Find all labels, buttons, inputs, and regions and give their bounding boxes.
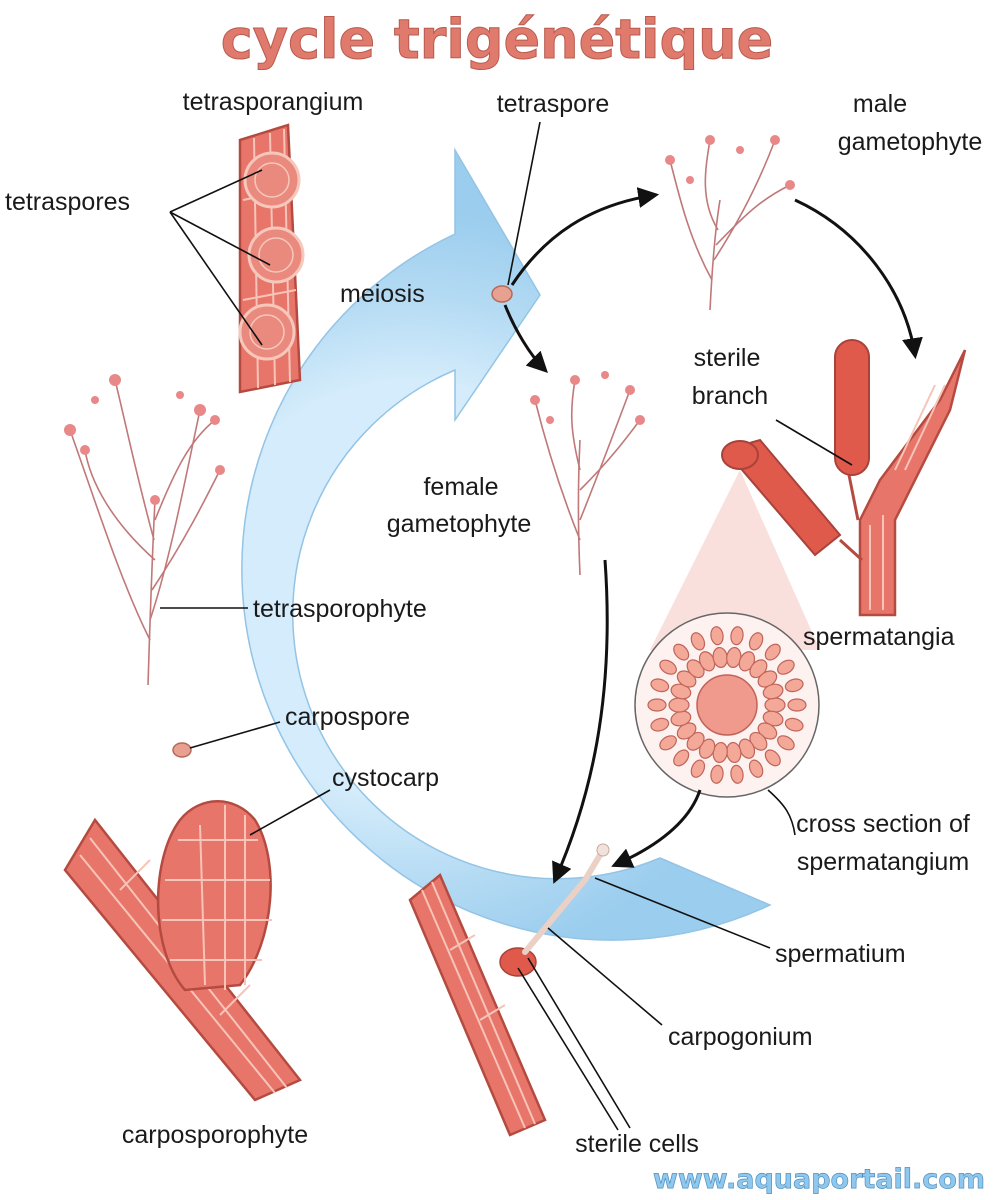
spermatangium-cell (748, 632, 764, 651)
spermatangium-cell (762, 683, 784, 700)
carpogonium-illustration (408, 843, 610, 1137)
label-carpogonium: carpogonium (668, 1023, 813, 1051)
leader-carpogonium (547, 927, 663, 1026)
label-male-line2: gametophyte (838, 128, 983, 156)
label-spermatangia: spermatangia (803, 623, 955, 651)
label-female-line2: gametophyte (387, 510, 532, 538)
label-female-line1: female (423, 473, 498, 501)
label-cystocarp: cystocarp (332, 764, 439, 792)
label-tetraspore: tetraspore (497, 90, 610, 118)
arrow-female-to-carpogonium (552, 559, 609, 884)
tetrasporophyte-illustration (64, 374, 225, 686)
label-tetraspores: tetraspores (5, 188, 130, 216)
spermatangium-cell (710, 764, 724, 784)
spermatangium-cell (764, 697, 786, 713)
spermatangium-cell (659, 735, 677, 751)
leader-spermatium (594, 877, 771, 949)
cross-section-illustration (634, 612, 820, 798)
spermatangium-cell (647, 698, 667, 712)
leader-sterile-branch (775, 419, 853, 466)
leader-cystocarp (249, 789, 331, 836)
label-male-line1: male (853, 90, 907, 118)
label-carpospore: carpospore (285, 703, 410, 731)
spermatangium-cell (730, 764, 744, 784)
label-carposporophyte: carposporophyte (122, 1121, 308, 1149)
spermatangium-cell (764, 643, 781, 661)
label-cross-line2: spermatangium (797, 848, 969, 876)
leader-carpospore (189, 721, 281, 749)
zoom-cone (650, 470, 820, 650)
spermatangium-cell (787, 698, 807, 712)
label-sterile-line1: sterile (694, 344, 761, 372)
spermatangium-cell (673, 749, 690, 767)
leader-tetraspores-1 (169, 169, 263, 213)
leader-tetraspore (507, 121, 541, 286)
carpospore-dot (172, 742, 192, 758)
diagram-title: cycle trigénétique (221, 8, 774, 71)
leader-tetraspores-2 (169, 211, 271, 266)
label-sterile-cells: sterile cells (575, 1130, 699, 1158)
leader-tetraspores-3 (169, 211, 263, 346)
spermatangium-cell (784, 678, 804, 693)
carposporophyte-illustration (63, 800, 302, 1102)
spermatangium-cell (650, 717, 670, 732)
cycle-arrow (241, 147, 772, 941)
spermatangium-cell (784, 717, 804, 732)
male-gametophyte-illustration (665, 135, 795, 311)
spermatangium-cell (748, 759, 764, 778)
spermatangium-cell (673, 643, 690, 661)
leader-sterile-cells-1 (517, 967, 619, 1131)
spermatangium-cell (710, 626, 724, 646)
leader-sterile-cells-2 (527, 957, 631, 1129)
label-sterile-line2: branch (692, 382, 768, 410)
watermark: www.aquaportail.com (653, 1164, 985, 1195)
spermatangium-cell (764, 749, 781, 767)
tetraspore-dot (491, 285, 513, 303)
label-cross-line1: cross section of (796, 810, 970, 838)
label-tetrasporangium: tetrasporangium (183, 88, 364, 116)
spermatangium-cell (690, 632, 706, 651)
spermatangium-cell (650, 678, 670, 693)
spermatangium-cell (730, 626, 744, 646)
arrow-male-to-spermatangia (794, 198, 923, 360)
label-spermatium: spermatium (775, 940, 906, 968)
label-meiosis: meiosis (340, 280, 425, 308)
label-tetrasporophyte: tetrasporophyte (253, 595, 427, 623)
spermatangium-cell (777, 735, 795, 751)
spermatangium-cell (659, 659, 677, 675)
spermatangium-cell (668, 697, 690, 713)
leader-cross-section (767, 789, 796, 836)
tetrasporangium-illustration (238, 123, 305, 394)
female-gametophyte-illustration (530, 371, 645, 576)
arrow-tetraspore-to-female (503, 304, 548, 373)
spermatangium-cell (777, 659, 795, 675)
arrow-cross-section-to-spermatium (611, 789, 702, 868)
spermatangia-illustration (721, 339, 967, 617)
arrow-tetraspore-to-male (510, 187, 660, 286)
spermatangium-cell (690, 759, 706, 778)
